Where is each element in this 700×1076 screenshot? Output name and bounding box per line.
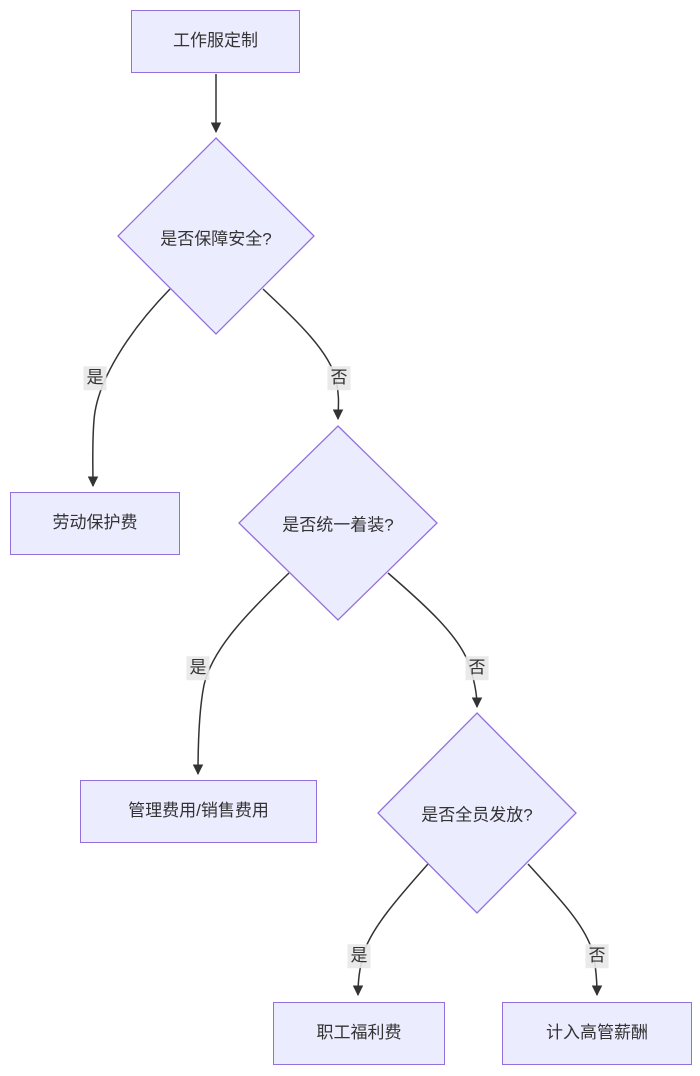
edge-label-all-staff-yes: 是 (347, 944, 371, 968)
edge-uniform-no-to-all-staff (387, 572, 483, 709)
edge-all-staff-yes-to-welfare (352, 863, 429, 997)
diamond-shape-all-staff (377, 712, 577, 914)
edge-safety-no-to-uniform (262, 288, 344, 421)
diamond-shape-safety (117, 137, 315, 335)
edge-label-safety-no: 否 (327, 366, 351, 390)
edge-uniform-yes-to-admin-sales (192, 572, 290, 776)
node-staff-welfare: 职工福利费 (273, 1002, 445, 1065)
node-exec-compensation: 计入高管薪酬 (502, 1002, 692, 1065)
node-start: 工作服定制 (131, 10, 300, 73)
node-decision-safety: 是否保障安全? (160, 229, 272, 249)
edge-all-staff-no-to-exec (527, 863, 603, 997)
node-admin-sales-expense: 管理费用/销售费用 (80, 780, 317, 843)
edge-label-safety-yes: 是 (83, 366, 107, 390)
edge-label-all-staff-no: 否 (585, 944, 609, 968)
node-decision-all-staff: 是否全员发放? (421, 805, 533, 825)
edge-label-uniform-no: 否 (465, 656, 489, 680)
diamond-shape-uniform (238, 425, 438, 621)
edge-label-uniform-yes: 是 (186, 656, 210, 680)
node-labor-protection: 劳动保护费 (10, 492, 180, 555)
node-decision-uniform: 是否统一着装? (282, 515, 394, 535)
edge-safety-yes-to-labor-protection (87, 288, 171, 488)
